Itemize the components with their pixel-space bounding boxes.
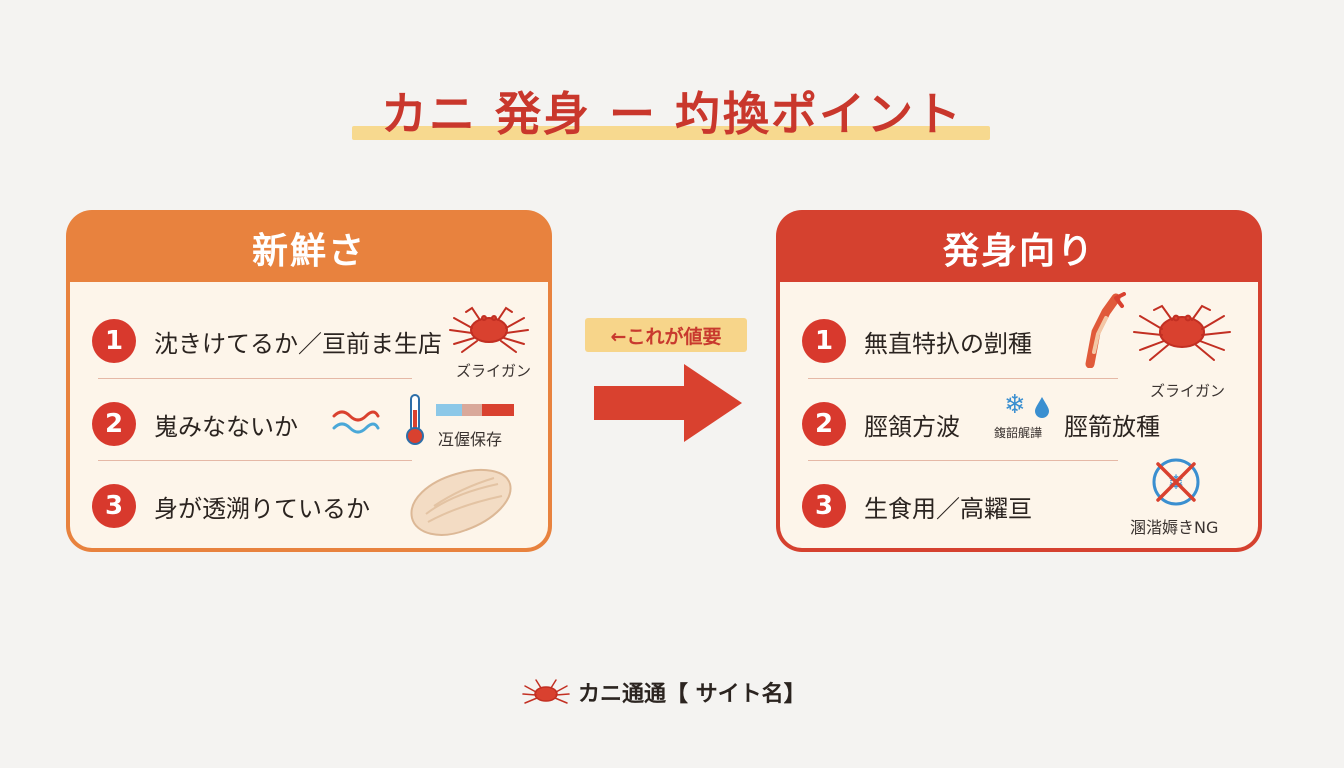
freeze-thaw-caption: 鍑韶艉譁 xyxy=(994,426,1043,440)
odor-waves-icon xyxy=(332,410,380,434)
divider xyxy=(808,378,1118,379)
sashimi-item-1: 無直特扖の剴種 xyxy=(864,330,1032,358)
freshness-card: 新鮮さ 1 沈きけてるか／亘前ま生店 ズライガン 2 嵬みなないか xyxy=(66,210,552,552)
item-number-badge: 1 xyxy=(92,319,136,363)
footer: カニ通通【 サイト名】 xyxy=(520,674,806,710)
water-drop-icon xyxy=(1035,397,1049,418)
site-name: カニ通通【 サイト名】 xyxy=(578,682,806,707)
key-point-label: ←これが値要 xyxy=(585,318,747,352)
crab-icon xyxy=(449,306,529,353)
sashimi-card-body: 1 無直特扖の剴種 ズライガン 2 脛頷方波 ❄ 鍑韶艉譁 脛箭放種 xyxy=(780,282,1258,548)
sashimi-card-header: 発身向り xyxy=(942,230,1095,272)
title-area: カニ 発身 ー 圴換ポイント xyxy=(352,72,992,144)
item-number-badge: 3 xyxy=(802,484,846,528)
item-number-badge: 1 xyxy=(802,319,846,363)
item-number-badge: 2 xyxy=(802,402,846,446)
crab-caption: ズライガン xyxy=(456,362,532,380)
freshness-item-2: 嵬みなないか xyxy=(154,413,298,441)
sashimi-item-2: 脛頷方波 xyxy=(864,413,960,441)
thermometer-icon xyxy=(406,394,424,445)
crab-meat-icon xyxy=(410,468,512,536)
item-number-badge: 2 xyxy=(92,402,136,446)
sashimi-item-3: 生食用／高糶亘 xyxy=(864,495,1032,523)
right-arrow-icon xyxy=(594,364,742,442)
divider xyxy=(808,460,1118,461)
page-title: カニ 発身 ー 圴換ポイント xyxy=(380,87,964,141)
snowflake-icon: ❄ xyxy=(1004,390,1026,420)
crab-logo-icon xyxy=(522,679,570,704)
temperature-scale-bar xyxy=(436,404,514,416)
crab-icon xyxy=(1133,304,1231,361)
divider xyxy=(98,460,412,461)
title-highlight xyxy=(352,126,990,140)
temp-storage-caption: 冱偓保存 xyxy=(438,430,503,449)
freshness-item-1: 沈きけてるか／亘前ま生店 xyxy=(154,330,442,358)
item-number-badge: 3 xyxy=(92,484,136,528)
crab-leg-icon xyxy=(1085,292,1126,368)
sashimi-card: 発身向り 1 無直特扖の剴種 ズライガン 2 脛頷方波 ❄ 鍑韶艉譁 xyxy=(776,210,1262,552)
crab-caption: ズライガン xyxy=(1150,382,1226,400)
freshness-card-header: 新鮮さ xyxy=(251,230,366,272)
freshness-item-3: 身が透溯りているか xyxy=(154,495,370,523)
ng-caption: 溷湝媷きNG xyxy=(1130,518,1219,537)
freshness-card-body: 1 沈きけてるか／亘前ま生店 ズライガン 2 嵬みなないか xyxy=(70,282,548,548)
sashimi-item-2-extra: 脛箭放種 xyxy=(1064,413,1160,441)
no-refreeze-icon: ❄ xyxy=(1152,458,1200,506)
divider xyxy=(98,378,412,379)
